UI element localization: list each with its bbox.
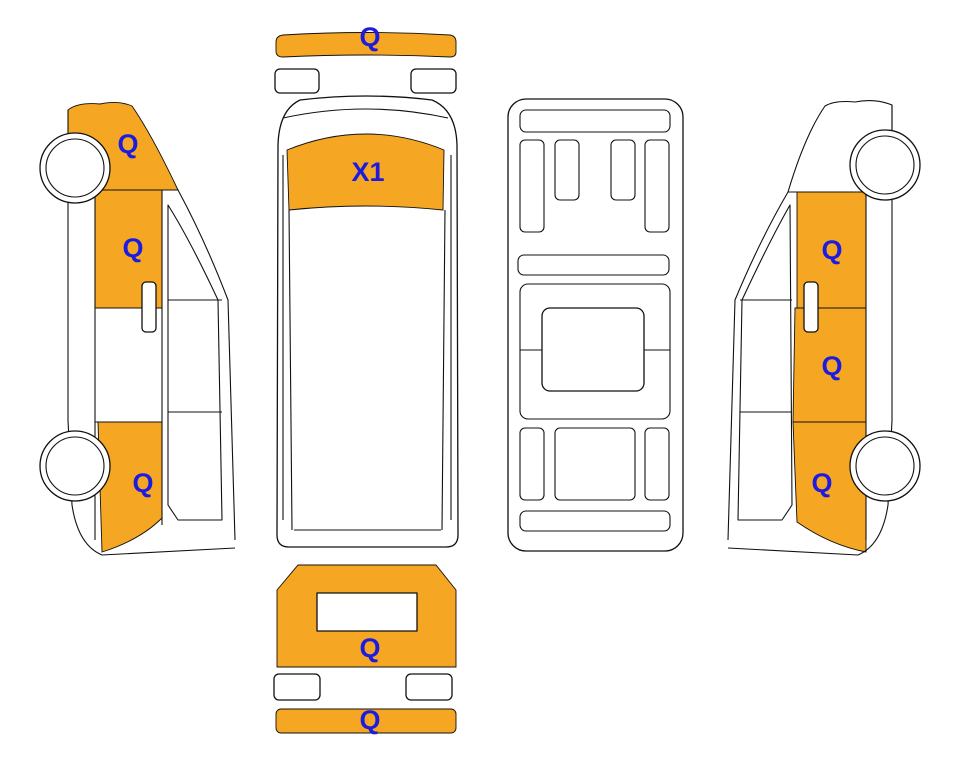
- right-side-view: Q Q Q: [727, 99, 921, 556]
- right-door-handle[interactable]: [803, 281, 819, 333]
- roof-label: X1: [351, 157, 384, 187]
- right-rear-wheel[interactable]: [849, 430, 921, 502]
- underside-center-plate[interactable]: [541, 307, 645, 392]
- right-front-door-label: Q: [821, 235, 842, 265]
- rear-bumper-label: Q: [359, 705, 380, 735]
- left-door-handle[interactable]: [141, 281, 157, 333]
- rear-right-light[interactable]: [405, 673, 453, 701]
- rear-door-label: Q: [359, 633, 380, 663]
- left-rear-quarter-label: Q: [132, 468, 153, 498]
- left-front-door-label: Q: [122, 233, 143, 263]
- rear-left-light[interactable]: [273, 673, 321, 701]
- right-front-wheel[interactable]: [849, 129, 921, 201]
- rear-view: Q Q: [273, 564, 457, 735]
- rear-window[interactable]: [316, 592, 418, 632]
- right-rear-quarter-label: Q: [811, 468, 832, 498]
- front-bumper-label: Q: [359, 22, 380, 52]
- top-view: Q X1: [274, 22, 459, 548]
- rear-bumper[interactable]: [275, 708, 457, 734]
- roof-panel[interactable]: [286, 133, 445, 211]
- right-mirror[interactable]: [410, 68, 457, 94]
- right-middle-panel-label: Q: [821, 351, 842, 381]
- left-front-fender-label: Q: [117, 129, 138, 159]
- left-mirror[interactable]: [274, 68, 320, 94]
- underside-view: [507, 98, 684, 552]
- left-side-view: Q Q Q: [39, 101, 236, 556]
- front-bumper[interactable]: [275, 32, 457, 58]
- top-body[interactable]: [276, 95, 459, 548]
- left-front-wheel[interactable]: [39, 132, 111, 204]
- left-rear-wheel[interactable]: [39, 430, 111, 502]
- right-rear-quarter[interactable]: [792, 421, 867, 553]
